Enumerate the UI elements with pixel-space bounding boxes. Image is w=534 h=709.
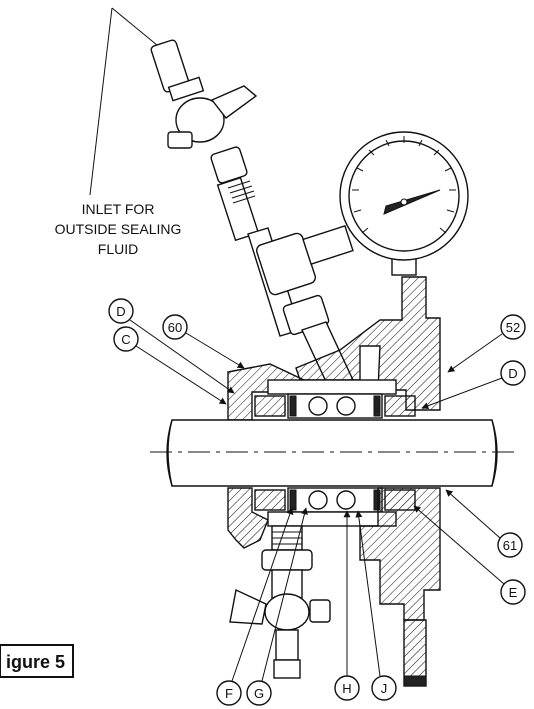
gauge-face: [348, 140, 460, 252]
callout-60-text: 60: [168, 320, 182, 335]
inlet-leader-2: [111, 7, 164, 51]
callout-J: J: [355, 510, 397, 701]
drain-valve-assembly: [229, 525, 331, 679]
figure-label-text: igure 5: [6, 652, 65, 672]
gauge-pivot: [400, 198, 408, 206]
lower-ball-left: [308, 490, 328, 510]
inlet-label-line2: OUTSIDE SEALING: [55, 221, 182, 237]
shaft-body: [167, 419, 497, 487]
housing-lower: [227, 487, 441, 687]
shaft: [150, 419, 515, 487]
upper-seal-face-left: [289, 395, 297, 417]
drain-hex-nut: [261, 549, 313, 571]
callout-D-right-text: D: [508, 366, 517, 381]
upper-ball-right: [336, 396, 356, 416]
thread-lines-upper: [227, 180, 256, 204]
callout-J-text: J: [381, 681, 388, 696]
valve-body: [175, 97, 225, 143]
gauge-connector: [302, 224, 354, 266]
drain-valve-handle: [229, 588, 267, 625]
gauge-ticks: [352, 136, 456, 234]
callout-61: 61: [445, 489, 523, 558]
valve-handle: [210, 85, 258, 119]
hex-union: [210, 146, 248, 184]
gauge-needle: [383, 189, 441, 215]
valve-side-port: [167, 131, 193, 149]
callout-H-text: H: [342, 681, 351, 696]
callout-E-text: E: [509, 585, 518, 600]
lower-seal-face-left: [289, 489, 297, 511]
threaded-nipple: [216, 176, 260, 242]
pressure-gauge: [339, 131, 469, 276]
upper-seal-components: [254, 393, 416, 419]
housing-foot-base: [403, 675, 427, 687]
upper-right-insert: [384, 395, 416, 417]
lower-gland-cover: [267, 511, 397, 527]
upper-ball-left: [308, 396, 328, 416]
inlet-label: INLET FOR OUTSIDE SEALING FLUID: [55, 201, 182, 257]
lower-left-insert: [254, 489, 286, 511]
callout-F-text: F: [225, 686, 233, 701]
drain-valve-body: [264, 593, 310, 631]
inlet-leader-1: [89, 7, 113, 196]
lower-ball-right: [336, 490, 356, 510]
callout-60: 60: [162, 314, 245, 369]
gland-cover: [267, 379, 397, 395]
shaft-break-left: [166, 419, 173, 487]
callout-F: F: [216, 507, 294, 706]
gland-left-lower: [227, 487, 269, 549]
callout-52-text: 52: [506, 320, 520, 335]
callout-D-right: D: [421, 360, 526, 410]
housing-upper-hatched: [295, 276, 441, 411]
figure-label: igure 5: [0, 644, 74, 678]
pipe-fitting-ring: [167, 76, 205, 102]
inlet-leader-lines: [89, 7, 164, 196]
callout-C-text: C: [121, 332, 130, 347]
callout-C: C: [113, 326, 227, 405]
shaft-break-right: [491, 419, 498, 487]
callout-52: 52: [447, 314, 526, 373]
callout-61-text: 61: [503, 538, 517, 553]
callout-H: H: [334, 510, 360, 701]
drain-outlet: [275, 629, 299, 661]
callout-E: E: [413, 505, 526, 605]
housing-52: [227, 276, 441, 421]
inlet-label-line3: FLUID: [98, 241, 138, 257]
callout-G-text: G: [254, 686, 264, 701]
callout-G: G: [246, 507, 308, 706]
drain-outlet-tip: [273, 659, 301, 679]
drain-side-port: [309, 599, 331, 623]
lower-bearing-housing: [287, 487, 383, 513]
inlet-label-line1: INLET FOR: [82, 201, 155, 217]
upper-seal-face-right: [373, 395, 381, 417]
callout-D-top-text: D: [116, 304, 125, 319]
upper-bearing-housing: [287, 393, 383, 419]
callout-D-top: D: [108, 298, 235, 394]
inlet-valve-assembly: [150, 39, 367, 417]
upper-left-insert: [254, 395, 286, 417]
